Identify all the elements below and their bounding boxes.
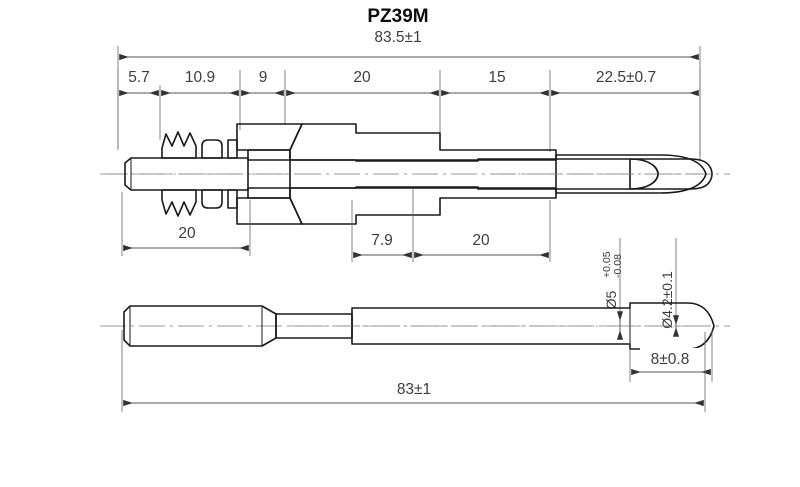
dim-label-overall-bottom: 83±1 <box>397 381 431 398</box>
right-rod-outline <box>555 154 707 194</box>
dim-label-7-9: 7.9 <box>371 232 393 249</box>
dim-label-10-9: 10.9 <box>185 69 215 86</box>
crown-collar-lower <box>161 189 197 217</box>
bead-upper-2 <box>227 139 238 159</box>
dimension-tip-8: 8±0.8 <box>629 330 713 382</box>
bead-lower-1 <box>201 189 223 209</box>
dimension-lower-left-20: 20 <box>121 192 251 256</box>
view-sectioned-assembly <box>100 123 730 225</box>
dimension-lower-mid: 7.9 20 <box>351 188 551 262</box>
bead-upper-1 <box>201 139 223 159</box>
bead-lower-2 <box>227 189 238 209</box>
throat-lower <box>247 187 291 199</box>
dia-5-tol-lower-label: -0.08 <box>612 254 624 278</box>
view-outline-profile <box>100 302 730 350</box>
callout-diameter-4-2: Ø4.2±0.1 <box>659 238 677 330</box>
dim-label-20-left: 20 <box>178 225 196 242</box>
dim-label-overall-top: 83.5±1 <box>374 29 421 46</box>
crown-collar-upper <box>161 131 197 159</box>
callout-diameter-5: Ø5 +0.05 -0.08 <box>601 238 624 330</box>
throat-upper <box>247 149 291 161</box>
dia-5-base-label: Ø5 <box>603 290 619 309</box>
dim-label-5-7: 5.7 <box>128 69 150 86</box>
dimension-overall-bottom: 83±1 <box>121 330 706 412</box>
dia-4-2-label: Ø4.2±0.1 <box>659 271 675 329</box>
dim-label-22-5: 22.5±0.7 <box>596 69 656 86</box>
dim-label-15: 15 <box>488 69 505 86</box>
dim-label-20-a: 20 <box>353 69 371 86</box>
dia-5-tol-upper-label: +0.05 <box>601 251 613 278</box>
dim-label-9: 9 <box>259 69 268 86</box>
dim-label-8: 8±0.8 <box>651 351 690 368</box>
right-dome-tip <box>629 158 713 190</box>
dimension-chain-top: 5.7 10.9 9 20 15 22.5±0.7 <box>117 66 701 155</box>
dim-label-20-b: 20 <box>472 232 490 249</box>
page-title: PZ39M <box>367 6 428 27</box>
